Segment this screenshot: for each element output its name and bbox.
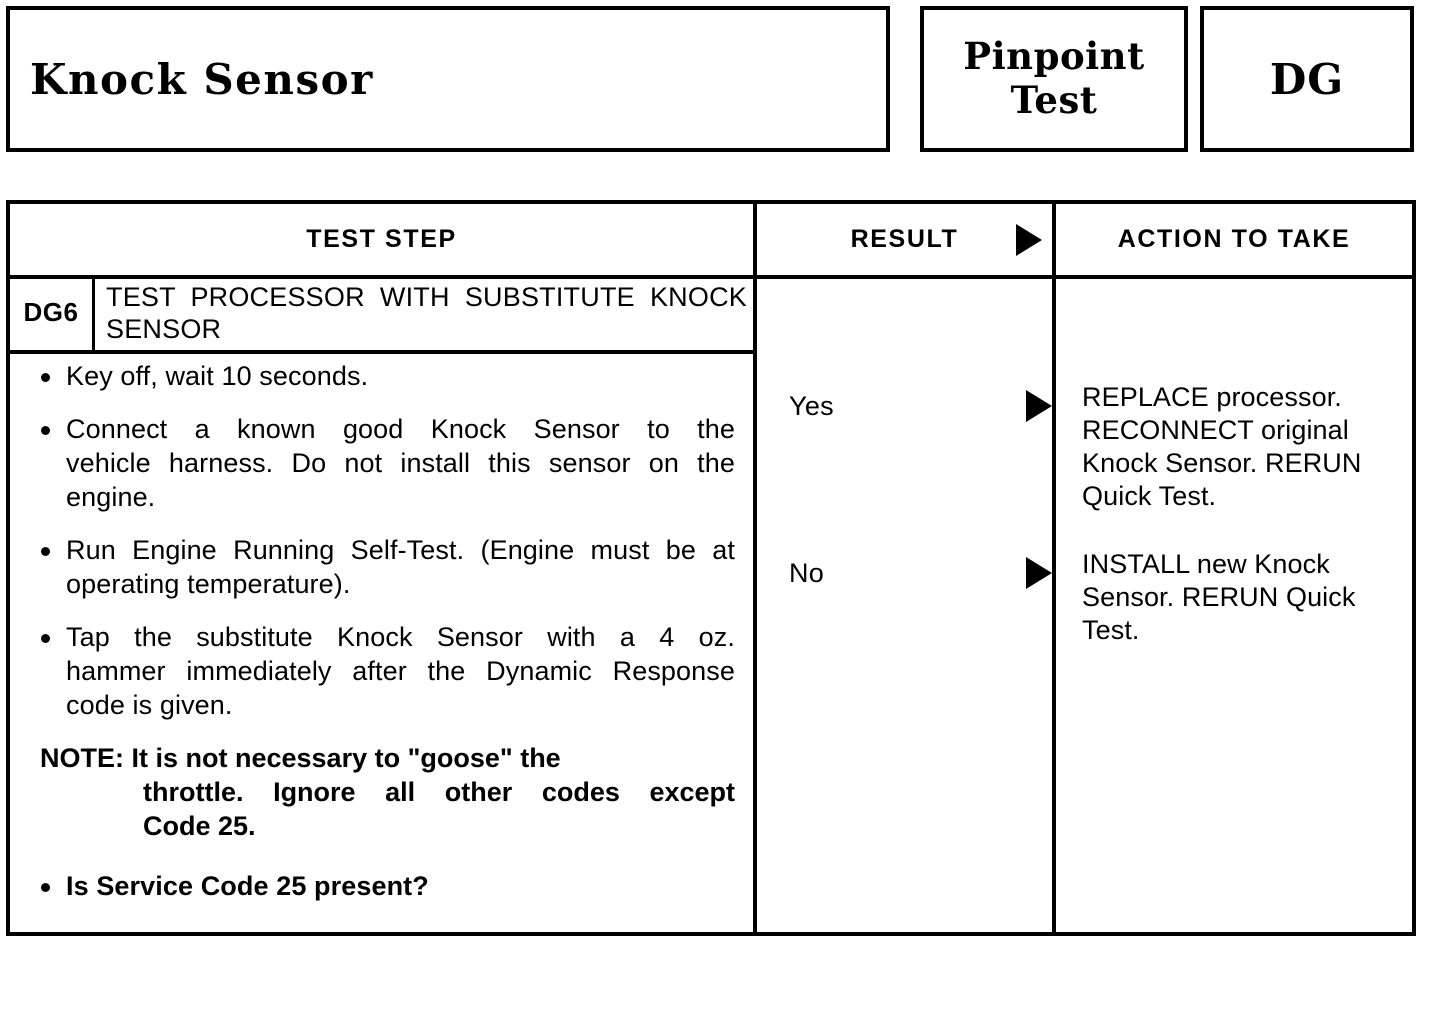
list-item-line: Tap the substitute Knock Sensor with a 4… — [66, 622, 735, 653]
final-question-text: Is Service Code 25 present? — [66, 871, 429, 902]
column-header-action-to-take: ACTION TO TAKE — [1117, 225, 1351, 253]
action-row-yes: REPLACE processor. RECONNECT original Kn… — [1056, 381, 1412, 513]
pinpoint-test-label-line1: Pinpoint — [963, 34, 1145, 79]
list-item-line: hammer immediately after the Dynamic Res… — [66, 656, 735, 687]
result-label-no: No — [789, 557, 825, 588]
action-line: Sensor. RERUN Quick — [1082, 581, 1356, 612]
test-step-body: Key off, wait 10 seconds. Connect a know… — [10, 359, 753, 903]
test-step-title-line2: SENSOR — [106, 313, 222, 344]
section-code-label: DG — [1269, 54, 1345, 104]
test-step-title-line1: TEST PROCESSOR WITH SUBSTITUTE KNOCK — [106, 282, 747, 312]
list-item-line: operating temperature). — [66, 569, 351, 600]
note-line-2: throttle. Ignore all other codes except — [143, 777, 735, 808]
final-question: Is Service Code 25 present? — [32, 869, 735, 903]
action-line: INSTALL new Knock — [1082, 549, 1330, 579]
list-item-line: vehicle harness. Do not install this sen… — [66, 448, 735, 479]
pinpoint-test-table: TEST STEP RESULT ACTION TO TAKE DG6 TEST… — [6, 200, 1416, 936]
list-item-line: code is given. — [66, 690, 233, 721]
action-row-no: INSTALL new Knock Sensor. RERUN Quick Te… — [1056, 548, 1412, 647]
result-label-yes: Yes — [789, 390, 834, 421]
test-step-code: DG6 — [10, 275, 95, 350]
action-line: Knock Sensor. RERUN — [1082, 447, 1362, 478]
list-item-line: engine. — [66, 482, 156, 513]
right-triangle-arrow-icon — [1026, 557, 1052, 589]
list-item: Run Engine Running Self-Test. (Engine mu… — [32, 533, 735, 601]
action-line: RECONNECT original — [1082, 414, 1349, 445]
section-code-box: DG — [1200, 6, 1414, 152]
test-step-code-row: DG6 TEST PROCESSOR WITH SUBSTITUTE KNOCK… — [10, 275, 753, 354]
column-header-result: RESULT — [757, 204, 1052, 275]
right-triangle-arrow-icon — [1016, 223, 1042, 256]
action-line: REPLACE processor. — [1082, 382, 1342, 412]
list-item: Tap the substitute Knock Sensor with a 4… — [32, 620, 735, 722]
column-header-test-step: TEST STEP — [306, 225, 457, 253]
note-line-1: NOTE: It is not necessary to "goose" the — [40, 743, 561, 774]
page-title-box: Knock Sensor — [6, 6, 890, 152]
test-step-title: TEST PROCESSOR WITH SUBSTITUTE KNOCK SEN… — [95, 275, 753, 350]
list-item-line: Run Engine Running Self-Test. (Engine mu… — [66, 535, 735, 566]
action-line: Test. — [1082, 614, 1140, 645]
pinpoint-test-label-line2: Test — [1010, 78, 1098, 122]
header-row-divider — [10, 275, 1412, 279]
pinpoint-test-box: Pinpoint Test — [920, 6, 1188, 152]
list-item-line: Key off, wait 10 seconds. — [66, 361, 369, 391]
column-divider-teststep-result — [753, 204, 757, 932]
list-item: Connect a known good Knock Sensor to the… — [32, 412, 735, 514]
column-header-result-label: RESULT — [850, 225, 959, 253]
result-row-no: No — [757, 550, 1052, 596]
page-title: Knock Sensor — [30, 54, 374, 104]
column-divider-result-action — [1052, 204, 1056, 932]
result-row-yes: Yes — [757, 383, 1052, 429]
right-triangle-arrow-icon — [1026, 390, 1052, 422]
list-item-line: Connect a known good Knock Sensor to the — [66, 414, 735, 445]
note-block: NOTE: It is not necessary to "goose" the… — [32, 741, 735, 843]
list-item: Key off, wait 10 seconds. — [32, 359, 735, 393]
note-line-3: Code 25. — [143, 811, 256, 842]
action-line: Quick Test. — [1082, 480, 1217, 511]
